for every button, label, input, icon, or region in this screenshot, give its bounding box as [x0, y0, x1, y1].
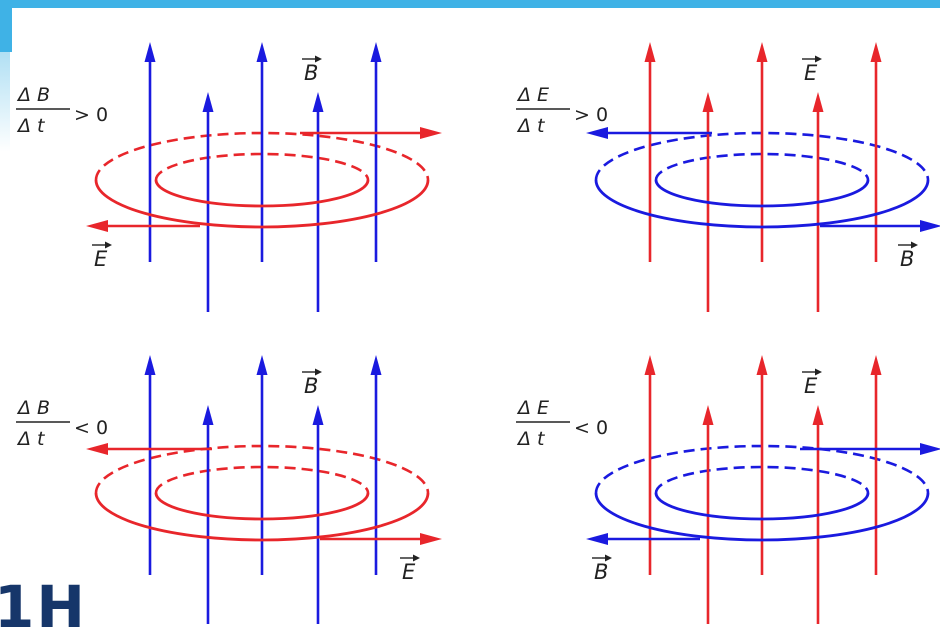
vector-arrow-head-icon: [413, 554, 420, 562]
panel-top-left: Δ B Δ t > 0 B E: [16, 42, 442, 312]
inner-loop-back: [154, 465, 370, 494]
inner-loop-front: [654, 179, 870, 208]
vector-arrow-head-icon: [105, 241, 112, 249]
vector-arrow-head-icon: [605, 554, 612, 562]
condition-denominator: Δ t: [16, 115, 46, 137]
field-line-arrow-icon: [812, 92, 824, 112]
circulation-arrow-icon: [586, 127, 608, 139]
inner-loop-back: [654, 152, 870, 181]
field-line-arrow-icon: [144, 355, 156, 375]
field-line-arrow-icon: [702, 405, 714, 425]
outer-loop-front: [594, 492, 930, 542]
circulation-arrow-icon: [420, 533, 442, 545]
field-line-arrow-icon: [644, 42, 656, 62]
condition-denominator: Δ t: [16, 428, 46, 450]
condition-relation: < 0: [74, 417, 108, 439]
field-vector-label: B: [304, 374, 318, 398]
condition-numerator: Δ E: [516, 397, 549, 419]
field-line-arrow-icon: [370, 355, 382, 375]
vector-arrow-head-icon: [911, 241, 918, 249]
circulation-arrow-icon: [420, 127, 442, 139]
loop-vector-label: B: [900, 247, 914, 271]
condition-numerator: Δ B: [16, 397, 50, 419]
field-line-arrow-icon: [312, 92, 324, 112]
field-vector-label: E: [804, 374, 818, 398]
outer-loop-front: [594, 179, 930, 229]
field-line-arrow-icon: [144, 42, 156, 62]
inner-loop-front: [654, 492, 870, 521]
field-line-arrow-icon: [256, 42, 268, 62]
rate-condition: Δ E Δ t > 0: [516, 84, 608, 137]
field-line-arrow-icon: [756, 42, 768, 62]
condition-relation: > 0: [574, 104, 608, 126]
slide-left-accent-glow: [0, 52, 10, 152]
condition-relation: > 0: [74, 104, 108, 126]
loop-vector-label: E: [402, 560, 416, 584]
circulation-arrow-icon: [86, 220, 108, 232]
slide-top-accent-bar: [0, 0, 940, 8]
condition-denominator: Δ t: [516, 428, 546, 450]
outer-loop-front: [94, 492, 430, 542]
field-line-arrow-icon: [202, 92, 214, 112]
circulation-arrow-icon: [586, 533, 608, 545]
vector-arrow-head-icon: [315, 55, 322, 63]
rate-condition: Δ B Δ t > 0: [16, 84, 108, 137]
rate-condition: Δ E Δ t < 0: [516, 397, 608, 450]
field-line-arrow-icon: [812, 405, 824, 425]
rate-condition: Δ B Δ t < 0: [16, 397, 108, 450]
circulation-arrow-icon: [920, 443, 940, 455]
inner-loop-front: [154, 179, 370, 208]
panel-bottom-right: Δ E Δ t < 0 E B: [516, 355, 940, 624]
panel-bottom-left: Δ B Δ t < 0 B E: [16, 355, 442, 624]
inner-loop-back: [154, 152, 370, 181]
field-line-arrow-icon: [870, 42, 882, 62]
field-line-arrow-icon: [644, 355, 656, 375]
vector-arrow-head-icon: [815, 55, 822, 63]
field-line-arrow-icon: [870, 355, 882, 375]
loop-vector-label: E: [94, 247, 108, 271]
electromagnetic-induction-diagram: Δ B Δ t > 0 B E Δ E Δ t > 0 E B Δ B Δ t < 0 B E Δ E Δ t <…: [16, 42, 940, 624]
circulation-arrow-icon: [920, 220, 940, 232]
field-line-arrow-icon: [202, 405, 214, 425]
field-line-arrow-icon: [370, 42, 382, 62]
condition-numerator: Δ E: [516, 84, 549, 106]
field-line-arrow-icon: [756, 355, 768, 375]
condition-denominator: Δ t: [516, 115, 546, 137]
field-vector-label: E: [804, 61, 818, 85]
panel-top-right: Δ E Δ t > 0 E B: [516, 42, 940, 312]
outer-loop-front: [94, 179, 430, 229]
inner-loop-front: [154, 492, 370, 521]
condition-numerator: Δ B: [16, 84, 50, 106]
field-line-arrow-icon: [256, 355, 268, 375]
slide-left-accent-tab: [0, 8, 12, 52]
slide-title-fragment: 1Н: [0, 573, 87, 641]
condition-relation: < 0: [574, 417, 608, 439]
vector-arrow-head-icon: [815, 368, 822, 376]
inner-loop-back: [654, 465, 870, 494]
loop-vector-label: B: [594, 560, 608, 584]
field-vector-label: B: [304, 61, 318, 85]
field-line-arrow-icon: [312, 405, 324, 425]
vector-arrow-head-icon: [315, 368, 322, 376]
circulation-arrow-icon: [86, 443, 108, 455]
field-line-arrow-icon: [702, 92, 714, 112]
